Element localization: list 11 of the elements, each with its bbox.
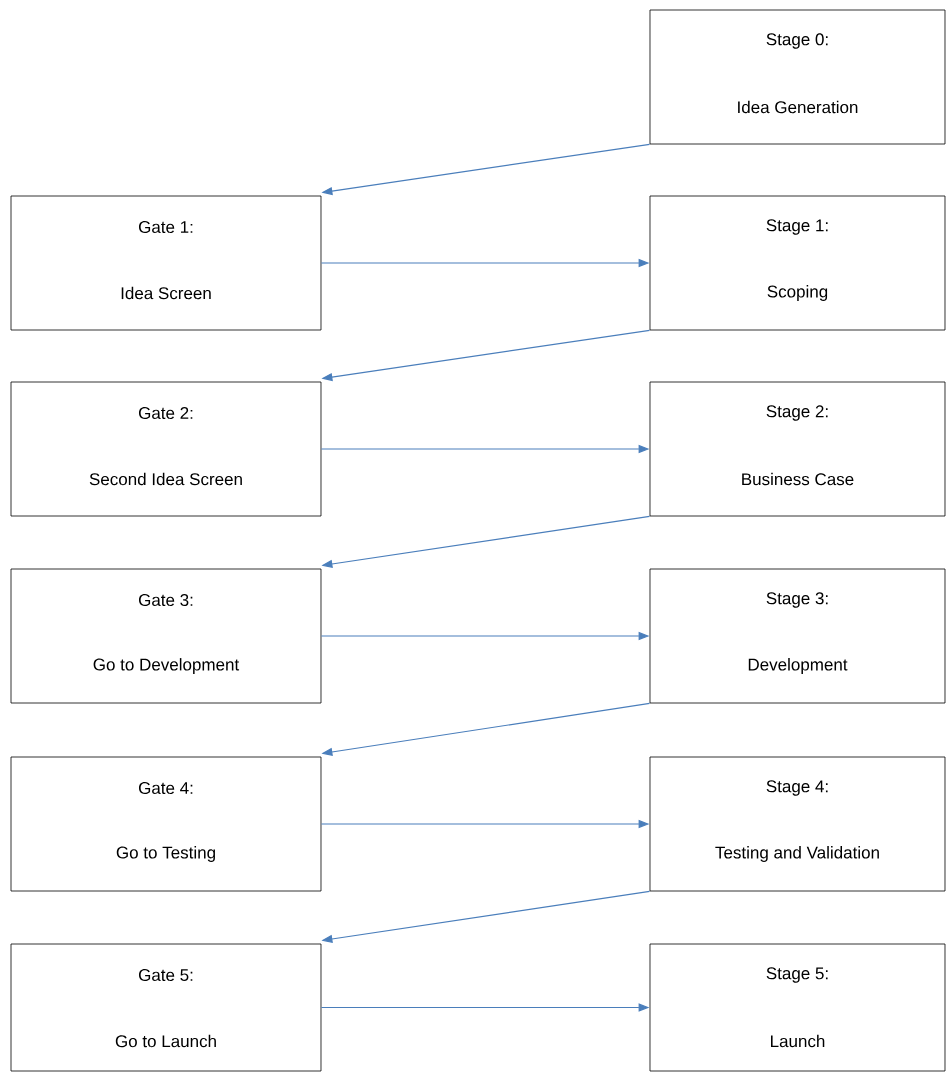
process-box: Stage 0: Idea Generation — [649, 9, 946, 145]
process-box: Gate 4: Go to Testing — [10, 756, 322, 892]
process-box: Stage 3: Development — [649, 568, 946, 704]
process-box: Gate 3: Go to Development — [10, 568, 322, 704]
process-box: Gate 5: Go to Launch — [10, 943, 322, 1072]
process-box: Gate 2: Second Idea Screen — [10, 381, 322, 517]
process-box: Gate 1: Idea Screen — [10, 195, 322, 331]
process-box: Stage 5: Launch — [649, 943, 946, 1072]
process-box: Stage 1: Scoping — [649, 195, 946, 331]
process-box: Stage 4: Testing and Validation — [649, 756, 946, 892]
process-box: Stage 2: Business Case — [649, 381, 946, 517]
